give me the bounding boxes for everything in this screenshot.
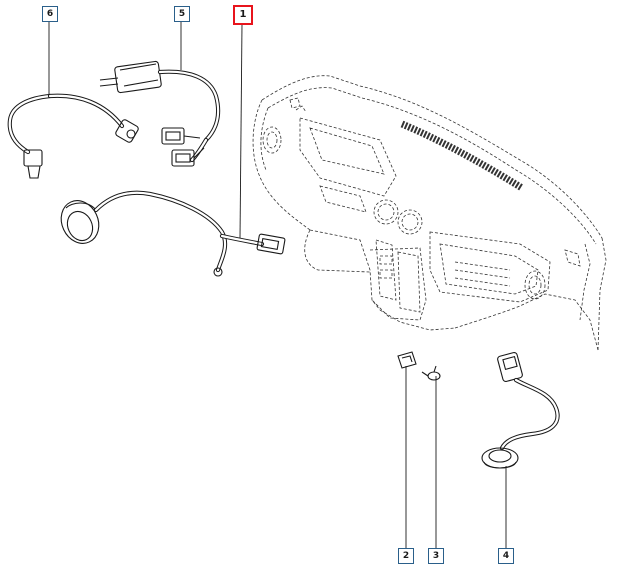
callout-1[interactable]: 1 bbox=[233, 5, 253, 25]
part-2-clip bbox=[397, 351, 417, 369]
callout-4[interactable]: 4 bbox=[498, 548, 514, 564]
part-5-wiring-harness bbox=[99, 60, 221, 167]
part-6-sensor-harness bbox=[7, 93, 139, 179]
part-3-screw bbox=[421, 365, 441, 381]
callout-3[interactable]: 3 bbox=[428, 548, 444, 564]
callout-5[interactable]: 5 bbox=[174, 6, 190, 22]
part-1-sensor-harness bbox=[60, 190, 286, 277]
callout-6[interactable]: 6 bbox=[42, 6, 58, 22]
callout-2[interactable]: 2 bbox=[398, 548, 414, 564]
part-4-sensor-assembly bbox=[481, 351, 560, 469]
leader-lines bbox=[48, 20, 507, 548]
dashboard-outline bbox=[252, 75, 607, 351]
